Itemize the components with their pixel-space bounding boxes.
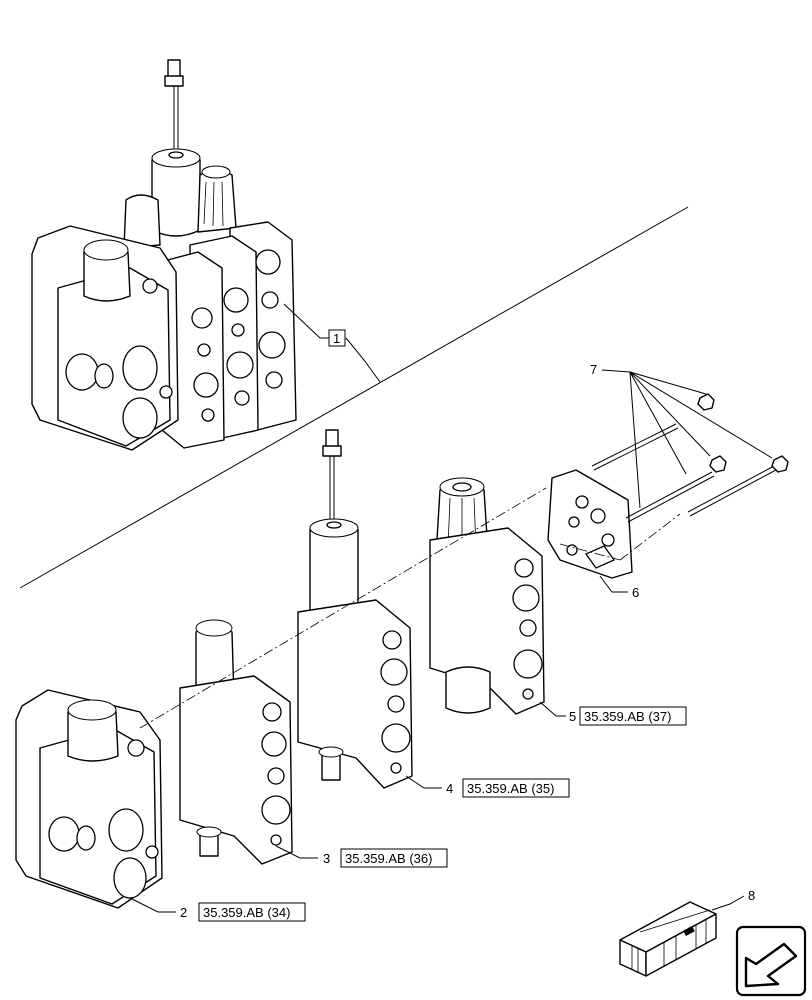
leader-1 (283, 303, 329, 339)
section-3 (179, 619, 293, 865)
callout-2-ref-box (198, 902, 306, 922)
leader-5 (539, 701, 566, 717)
section-5 (429, 477, 545, 715)
parts-kit-box-icon (619, 901, 717, 977)
callout-5-ref-box (579, 706, 687, 726)
section-4 (297, 429, 413, 789)
callout-3-ref-box (340, 848, 448, 868)
callout-5-ref: 35.359.AB (37) (584, 709, 671, 724)
callout-4-ref: 35.359.AB (35) (467, 781, 554, 796)
callout-2-number: 2 (180, 905, 187, 920)
callout-7-number: 7 (590, 362, 597, 377)
end-plate-6 (547, 469, 633, 579)
callout-6-number: 6 (632, 585, 639, 600)
leader-2 (129, 897, 176, 913)
leader-1b (345, 337, 381, 383)
callout-3-ref: 35.359.AB (36) (345, 851, 432, 866)
leader-3 (275, 845, 318, 859)
callout-1-box (328, 329, 346, 347)
leader-7 (601, 369, 631, 373)
callout-4-ref-box (462, 778, 570, 798)
tie-rods-7 (591, 393, 789, 523)
callout-5-number: 5 (569, 709, 576, 724)
callout-3-number: 3 (323, 851, 330, 866)
callout-4-number: 4 (446, 781, 453, 796)
divider-line (19, 206, 689, 589)
previous-page-arrow-icon[interactable] (735, 925, 807, 997)
assembled-valve (31, 59, 297, 451)
callout-1-number: 1 (333, 331, 340, 346)
leader-6 (599, 575, 628, 593)
callout-8-number: 8 (748, 888, 755, 903)
leader-8 (711, 895, 745, 911)
leader-4 (405, 775, 442, 789)
section-2 (15, 689, 163, 909)
callout-2-ref: 35.359.AB (34) (203, 905, 290, 920)
